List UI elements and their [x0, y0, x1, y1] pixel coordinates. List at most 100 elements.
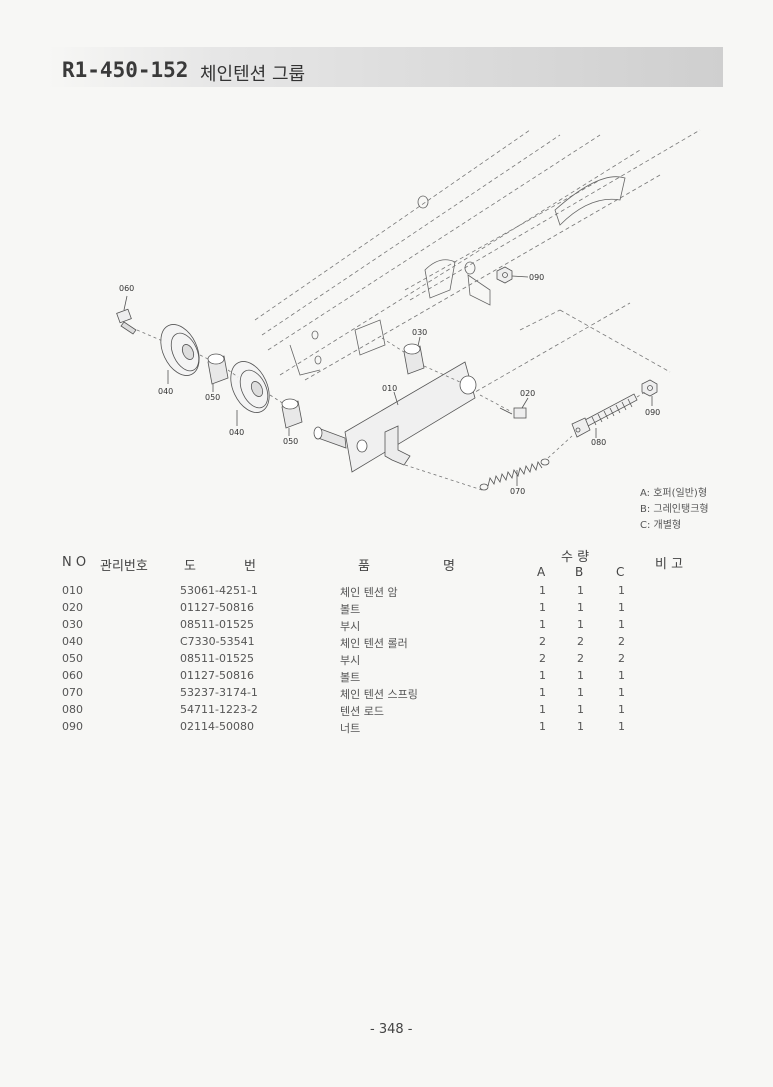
col-header-no: N O	[62, 555, 87, 570]
callout-010: 010	[382, 384, 397, 393]
cell-no: 040	[62, 635, 83, 648]
frame-detail	[289, 176, 626, 376]
cell-qty-b: 1	[577, 703, 584, 716]
col-header-drawing-1: 도	[184, 559, 196, 574]
legend-item: A: 호퍼(일반)형	[640, 488, 708, 499]
cell-no: 070	[62, 686, 83, 699]
callout-050: 050	[283, 437, 298, 446]
cell-no: 060	[62, 669, 83, 682]
catalog-number: R1-450-152	[62, 58, 189, 82]
col-header-qty-b: B	[575, 565, 584, 579]
col-header-qty-c: C	[616, 565, 625, 579]
cell-qty-c: 2	[618, 652, 625, 665]
callout-040: 040	[158, 387, 173, 396]
legend-item: C: 개별형	[640, 520, 682, 531]
frame-outline	[254, 129, 701, 396]
callout-090: 090	[529, 273, 544, 282]
tension-arm-010	[313, 361, 477, 473]
cell-name: 너트	[340, 722, 361, 735]
cell-qty-c: 1	[618, 669, 625, 682]
callout-080: 080	[591, 438, 606, 447]
cell-no: 030	[62, 618, 83, 631]
bushing-050-b	[281, 398, 303, 429]
roller-040-b	[230, 361, 270, 413]
cell-qty-a: 2	[539, 652, 546, 665]
col-header-qty-a: A	[537, 565, 546, 579]
callout-040: 040	[229, 428, 244, 437]
cell-qty-a: 1	[539, 584, 546, 597]
cell-qty-c: 2	[618, 635, 625, 648]
cell-name: 볼트	[340, 603, 361, 616]
cell-name: 체인 텐션 롤러	[340, 637, 408, 650]
cell-qty-c: 1	[618, 584, 625, 597]
cell-qty-a: 2	[539, 635, 546, 648]
cell-qty-b: 1	[577, 686, 584, 699]
cell-no: 090	[62, 720, 83, 733]
cell-no: 080	[62, 703, 83, 716]
header-bar	[48, 47, 723, 87]
cell-qty-a: 1	[539, 720, 546, 733]
cell-qty-b: 2	[577, 652, 584, 665]
page-number: - 348 -	[370, 1022, 413, 1037]
cell-qty-b: 1	[577, 720, 584, 733]
cell-part-no: 08511-01525	[180, 652, 254, 665]
cell-qty-a: 1	[539, 686, 546, 699]
cell-name: 텐션 로드	[340, 705, 384, 718]
cell-part-no: C7330-53541	[180, 635, 255, 648]
cell-qty-c: 1	[618, 703, 625, 716]
cell-qty-b: 2	[577, 635, 584, 648]
cell-qty-c: 1	[618, 686, 625, 699]
callout-labels: 060 040 050 040 050 030 010 020 090 090 …	[119, 273, 660, 496]
cell-name: 부시	[340, 654, 361, 667]
col-header-remarks: 비 고	[655, 557, 684, 572]
cell-name: 체인 텐션 암	[340, 586, 398, 599]
cell-qty-a: 1	[539, 618, 546, 631]
callout-090: 090	[645, 408, 660, 417]
nut-090-b	[641, 379, 658, 397]
cell-part-no: 53237-3174-1	[180, 686, 258, 699]
col-header-drawing-2: 번	[244, 559, 256, 574]
cell-qty-b: 1	[577, 618, 584, 631]
callout-050: 050	[205, 393, 220, 402]
cell-qty-a: 1	[539, 601, 546, 614]
cell-qty-c: 1	[618, 720, 625, 733]
tension-rod-080	[571, 393, 638, 438]
col-header-qty: 수 량	[561, 550, 590, 565]
cell-qty-b: 1	[577, 601, 584, 614]
bushing-030	[403, 343, 425, 375]
legend-item: B: 그레인탱크형	[640, 504, 709, 515]
cell-name: 체인 텐션 스프링	[340, 688, 418, 701]
cell-part-no: 08511-01525	[180, 618, 254, 631]
bolt-060	[116, 308, 137, 335]
cell-part-no: 54711-1223-2	[180, 703, 258, 716]
cell-name: 부시	[340, 620, 361, 633]
cell-no: 010	[62, 584, 83, 597]
group-title: 체인텐션 그룹	[200, 64, 306, 85]
callout-070: 070	[510, 487, 525, 496]
col-header-mgmt-no: 관리번호	[100, 559, 148, 574]
nut-090-a	[496, 266, 513, 284]
cell-qty-a: 1	[539, 669, 546, 682]
cell-qty-a: 1	[539, 703, 546, 716]
cell-no: 050	[62, 652, 83, 665]
roller-040-a	[160, 324, 200, 376]
col-header-name-1: 품	[358, 559, 370, 574]
cell-qty-c: 1	[618, 618, 625, 631]
bolt-020	[499, 407, 527, 419]
tension-spring-070	[479, 458, 550, 491]
col-header-name-2: 명	[443, 559, 455, 574]
cell-qty-b: 1	[577, 669, 584, 682]
cell-no: 020	[62, 601, 83, 614]
callout-060: 060	[119, 284, 134, 293]
cell-part-no: 02114-50080	[180, 720, 254, 733]
cell-name: 볼트	[340, 671, 361, 684]
model-legend: A: 호퍼(일반)형 B: 그레인탱크형 C: 개별형	[640, 486, 709, 534]
cell-part-no: 53061-4251-1	[180, 584, 258, 597]
cell-qty-c: 1	[618, 601, 625, 614]
cell-qty-b: 1	[577, 584, 584, 597]
cell-part-no: 01127-50816	[180, 601, 254, 614]
callout-030: 030	[412, 328, 427, 337]
bushing-050-a	[207, 353, 229, 385]
cell-part-no: 01127-50816	[180, 669, 254, 682]
